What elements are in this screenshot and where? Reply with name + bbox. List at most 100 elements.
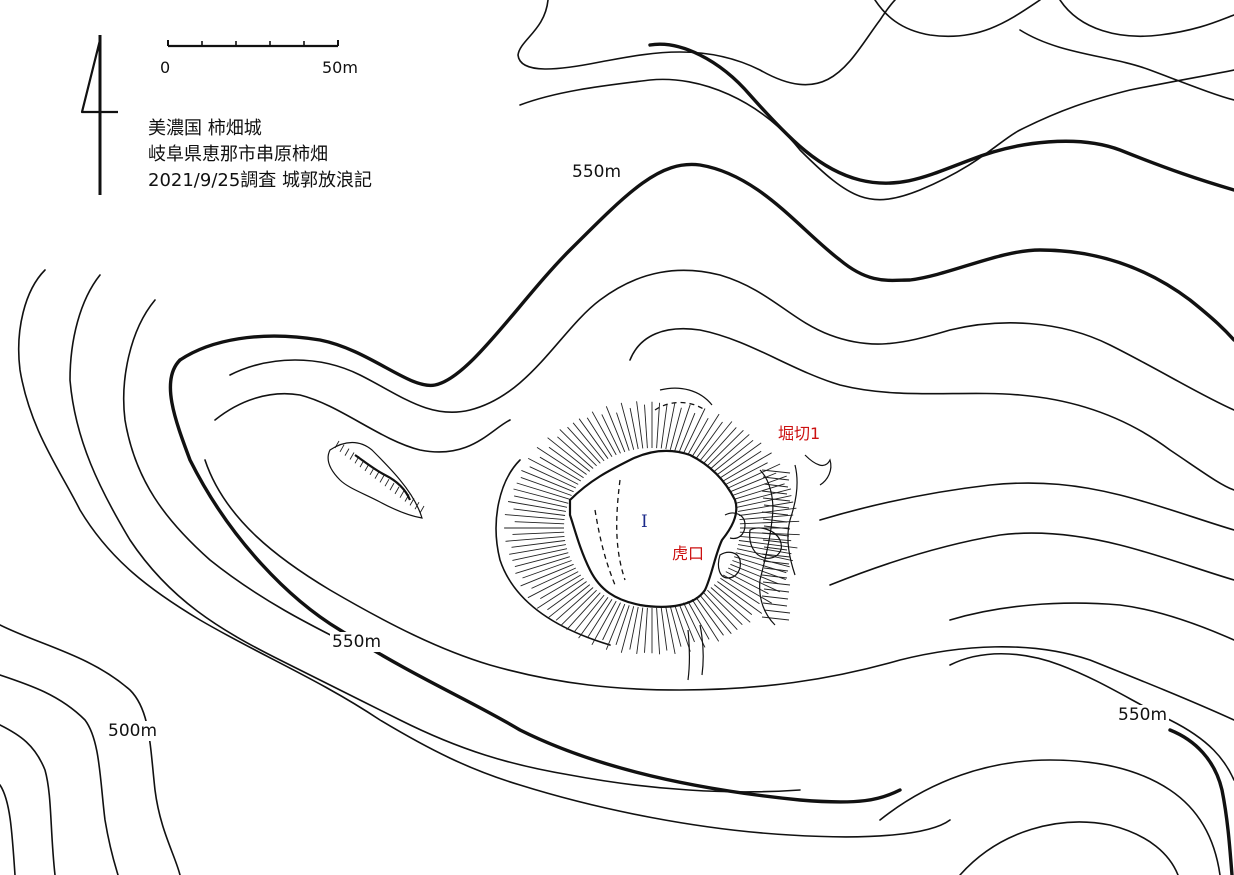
south-spur-line (699, 624, 704, 676)
inner-terrace-line (594, 509, 616, 586)
hachure-stroke (578, 418, 609, 459)
hachure-stroke (728, 463, 781, 489)
hachure-stroke (540, 574, 582, 599)
hachure-stroke (539, 456, 582, 482)
hachure-stroke (683, 602, 706, 648)
hachure-stroke (710, 587, 751, 623)
hachure-stroke (509, 544, 566, 555)
hachure-stroke (736, 495, 792, 508)
hachure-stroke (513, 508, 566, 516)
map-location: 岐阜県恵那市串原柿畑 (148, 144, 328, 165)
contour-line (819, 482, 1234, 531)
moat-hachure (763, 609, 791, 614)
earthwork-tick (344, 448, 350, 456)
north-arrow-icon (80, 35, 118, 195)
hachure-stroke (615, 605, 630, 646)
slope-hachures (334, 401, 800, 655)
hachure-stroke (683, 408, 706, 454)
scale-bar (167, 40, 339, 48)
contour-line (1059, 0, 1234, 38)
moat-hachure (763, 525, 791, 530)
hachure-stroke (514, 495, 568, 508)
hachure-stroke (674, 605, 691, 652)
contour-line (214, 392, 511, 453)
moat-hachure (762, 539, 789, 544)
hachure-stroke (674, 404, 691, 451)
hachure-stroke (678, 412, 696, 453)
hachure-stroke (514, 521, 565, 525)
hachure-stroke (695, 421, 723, 459)
moat-hachure (761, 616, 790, 621)
hachure-stroke (515, 556, 570, 574)
hachure-stroke (522, 560, 572, 579)
hachure-stroke (547, 584, 591, 619)
hachure-stroke (578, 597, 609, 639)
hachure-stroke (508, 501, 566, 512)
hachure-stroke (665, 402, 676, 450)
hachure-stroke (591, 411, 617, 456)
hachure-stroke (669, 606, 682, 647)
hachure-stroke (572, 422, 605, 462)
hachure-stroke (511, 540, 566, 548)
hachure-stroke (520, 476, 572, 496)
hachure-stroke (730, 563, 779, 585)
map-survey-credit: 2021/9/25調査 城郭放浪記 (148, 170, 373, 191)
hachure-stroke (586, 417, 613, 457)
gate-label: 虎口 (672, 544, 705, 563)
hachure-stroke (514, 552, 569, 568)
contour-line (879, 759, 1221, 875)
contour-line (829, 532, 1234, 586)
hachure-stroke (547, 581, 587, 611)
contour-line-index (648, 42, 1234, 192)
hachure-stroke (713, 439, 754, 472)
hachure-stroke (699, 421, 733, 462)
hachure-stroke (536, 577, 584, 609)
moat-hachure (761, 595, 789, 600)
hachure-stroke (656, 402, 661, 449)
west-ridge-earthwork (354, 454, 412, 501)
hachure-stroke (591, 600, 617, 646)
hachure-stroke (738, 544, 792, 555)
moat-cut (804, 454, 832, 486)
hachure-stroke (504, 514, 565, 521)
gate-structure (717, 551, 741, 579)
hachure-stroke (547, 437, 591, 472)
earthwork-tick (419, 505, 425, 514)
hachure-stroke (560, 589, 597, 627)
hachure-stroke (734, 483, 785, 500)
moat-hachure (763, 567, 789, 572)
hachure-stroke (710, 434, 750, 469)
contour-line (874, 0, 1041, 38)
hachure-stroke (620, 606, 635, 653)
contour-line (629, 328, 1234, 491)
hachure-stroke (555, 587, 594, 621)
hachure-stroke (691, 413, 720, 457)
hachure-stroke (557, 436, 594, 469)
hachure-stroke (521, 469, 574, 493)
hachure-stroke (707, 589, 743, 626)
moat-hachure (762, 518, 788, 523)
earthwork-tick (374, 471, 380, 479)
hachure-stroke (739, 520, 800, 525)
contour-line (204, 459, 1234, 721)
hachure-stroke (644, 404, 648, 449)
hachure-stroke (691, 599, 720, 642)
scale-start-label: 0 (160, 58, 171, 77)
hachure-stroke (559, 429, 597, 467)
hachure-stroke (725, 571, 769, 595)
moat-hachure (761, 490, 788, 495)
west-ridge-earthwork (327, 441, 423, 519)
contour-line (229, 269, 1234, 414)
contour-line (959, 821, 1179, 875)
hachure-stroke (644, 607, 648, 653)
hachure-stroke (573, 594, 605, 633)
moat-hachure (763, 504, 790, 509)
hachure-stroke (616, 412, 630, 451)
hachure-stroke (629, 407, 639, 450)
earthwork-tick (379, 475, 385, 483)
moat-hachure (761, 574, 788, 579)
hachure-stroke (703, 427, 737, 464)
hachure-stroke (512, 531, 565, 535)
